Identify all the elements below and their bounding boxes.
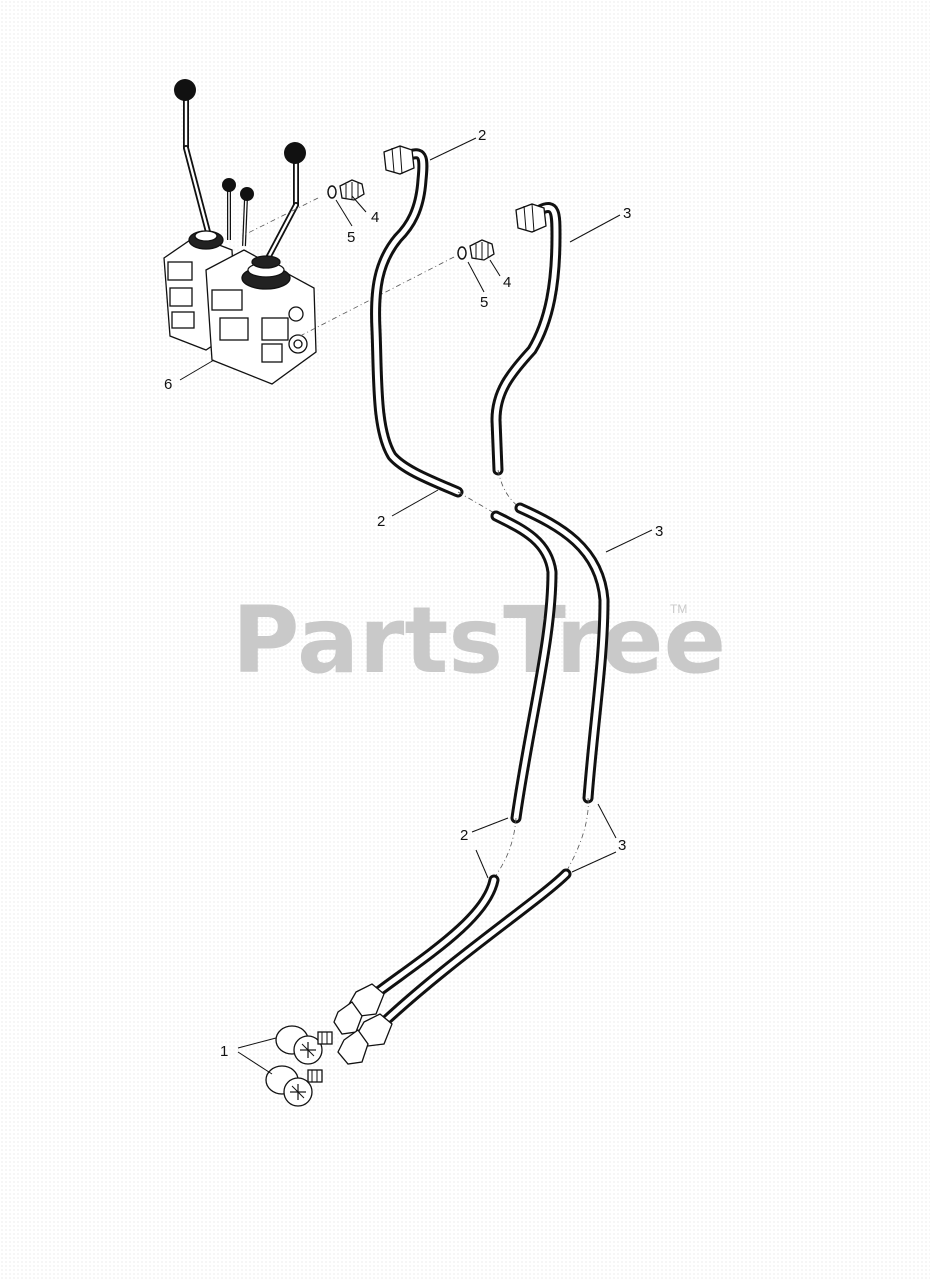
callout-6: 6: [164, 376, 172, 393]
control-valve-icon[interactable]: [163, 79, 317, 385]
hydraulic-hose-icon[interactable]: [490, 510, 558, 824]
callout-1: 1: [220, 1043, 228, 1060]
callout-4-b: 4: [503, 274, 511, 291]
callout-3-top: 3: [623, 205, 631, 222]
callout-5-b: 5: [480, 294, 488, 311]
hydraulic-hose-icon[interactable]: [337, 868, 572, 1065]
o-ring-icon[interactable]: [327, 185, 337, 199]
hydraulic-hose-icon[interactable]: [514, 502, 610, 804]
elbow-fitting-icon[interactable]: [265, 1065, 323, 1107]
callout-5-a: 5: [347, 229, 355, 246]
callout-2-top: 2: [478, 127, 486, 144]
callout-3-mid: 3: [655, 523, 663, 540]
o-ring-icon[interactable]: [457, 246, 467, 260]
watermark: PartsTree TM: [232, 587, 726, 694]
hydraulic-hose-icon[interactable]: [333, 874, 500, 1035]
adapter-fitting-icon[interactable]: [339, 179, 365, 201]
adapter-fitting-icon[interactable]: [469, 239, 495, 261]
callout-2-low: 2: [460, 827, 468, 844]
watermark-brand: PartsTree: [232, 587, 726, 694]
watermark-trademark: TM: [670, 602, 687, 616]
hydraulic-hose-icon[interactable]: [370, 145, 464, 498]
callout-2-mid: 2: [377, 513, 385, 530]
callout-3-low: 3: [618, 837, 626, 854]
hydraulic-hose-icon[interactable]: [490, 202, 562, 476]
elbow-fitting-icon[interactable]: [275, 1025, 333, 1065]
callout-4-a: 4: [371, 209, 379, 226]
callouts: 2 3 4 5 4 5 6 2 3 2 3 1: [164, 127, 663, 1060]
leader-lines: [179, 137, 653, 1075]
